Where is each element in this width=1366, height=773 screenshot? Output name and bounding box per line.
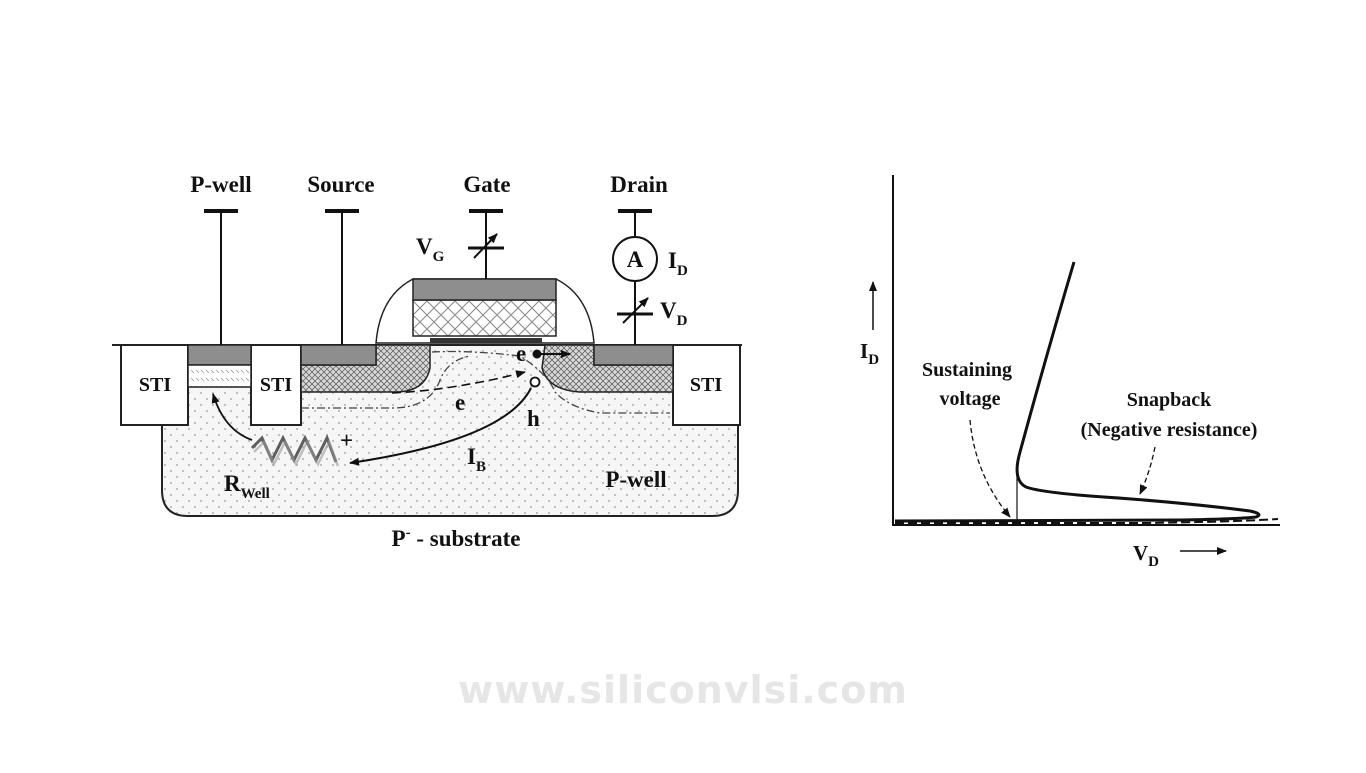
label-body-current: IB — [467, 444, 486, 475]
iv-dashed-reference-curve — [895, 518, 1279, 524]
ammeter-circle — [612, 236, 658, 282]
pplus-diffusion — [187, 364, 252, 388]
label-plus-sign: + — [340, 428, 353, 453]
label-snapback-line1: Snapback — [1127, 389, 1212, 411]
label-sti-middle: STI — [260, 374, 292, 396]
drain-contact-pad — [593, 344, 674, 366]
label-drain-current: ID — [668, 248, 688, 279]
label-snapback-line2: (Negative resistance) — [1081, 419, 1258, 441]
gate-oxide — [430, 338, 542, 343]
iv-snapback-curve — [894, 261, 1261, 523]
sustaining-voltage-pointer — [969, 419, 1011, 518]
label-electron-path: e — [455, 390, 465, 415]
label-drain-terminal: Drain — [610, 172, 668, 197]
gate-voltage-main: V — [416, 234, 433, 259]
label-pwell-region: P-well — [605, 467, 666, 492]
electron-path-dashed — [391, 370, 526, 394]
x-axis-sub: D — [1148, 554, 1159, 570]
body-current-main: I — [467, 444, 476, 469]
watermark-text: www.siliconvlsi.com — [458, 668, 908, 712]
label-drain-voltage: VD — [660, 298, 688, 329]
label-x-axis: VD — [1133, 541, 1159, 570]
label-sti-left: STI — [139, 374, 171, 396]
label-ammeter: A — [627, 247, 644, 272]
drain-voltage-variable-arrow — [622, 297, 649, 324]
snapback-pointer — [1139, 446, 1156, 495]
label-electron-channel: e — [516, 341, 526, 366]
y-axis-main: I — [860, 339, 868, 363]
label-pwell-terminal: P-well — [190, 172, 251, 197]
label-hole: h — [527, 406, 540, 431]
depletion-edge-left — [301, 355, 471, 409]
gate-top-contact — [412, 278, 557, 301]
electron-dot — [532, 349, 542, 359]
well-current-arrow — [211, 393, 253, 441]
gate-voltage-variable-arrow — [473, 233, 498, 259]
label-well-resistance: RWell — [224, 471, 270, 502]
well-resistance-main: R — [224, 471, 241, 496]
source-contact-pad — [300, 344, 377, 366]
label-sti-right: STI — [690, 374, 722, 396]
hole-dot — [529, 376, 541, 388]
substrate-rest: - substrate — [411, 526, 521, 551]
sti-block-left — [120, 344, 189, 426]
gate-polysilicon — [412, 299, 557, 337]
impact-ionization-boundary — [431, 350, 670, 414]
pwell-contact-pad — [187, 344, 252, 366]
x-axis-main: V — [1133, 541, 1148, 565]
drain-current-main: I — [668, 248, 677, 273]
label-sustaining-line1: Sustaining — [922, 359, 1012, 381]
label-sustaining-line2: voltage — [939, 388, 1000, 410]
body-current-sub: B — [476, 459, 486, 475]
mosfet-cross-section: P-well Source Gate Drain A VG ID VD STI … — [112, 172, 742, 551]
drain-voltage-main: V — [660, 298, 677, 323]
label-gate-voltage: VG — [416, 234, 445, 265]
sti-block-right — [672, 344, 741, 426]
label-y-axis: ID — [860, 339, 879, 368]
terminal-leads — [204, 209, 653, 345]
label-substrate: P- - substrate — [392, 525, 521, 551]
substrate-main: P — [392, 526, 406, 551]
body-current-path — [349, 387, 532, 466]
drain-voltage-sub: D — [677, 313, 688, 329]
source-diffusion — [300, 344, 431, 393]
label-source-terminal: Source — [307, 172, 374, 197]
gate-voltage-sub: G — [433, 249, 445, 265]
snapback-iv-plot: ID VD Sustaining voltage Snapback (Negat… — [860, 175, 1280, 570]
drain-current-sub: D — [677, 263, 688, 279]
label-gate-terminal: Gate — [463, 172, 510, 197]
y-axis-sub: D — [868, 352, 879, 368]
substrate-sup: - — [406, 525, 411, 541]
well-resistor-shadow — [253, 438, 340, 467]
well-resistance-sub: Well — [241, 486, 270, 502]
